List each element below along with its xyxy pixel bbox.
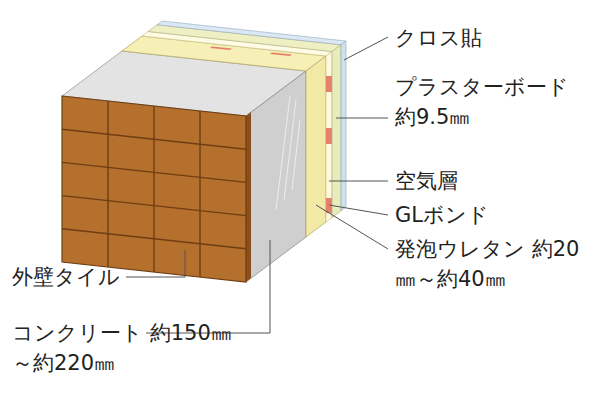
callout-label: GLボンド (395, 200, 595, 230)
air-layer-section (326, 52, 332, 223)
concrete-hatch (284, 100, 296, 200)
callout-label: コンクリート 約150㎜～約220㎜ (12, 318, 252, 379)
callout-label: 外壁タイル (12, 262, 212, 292)
leader-lines (126, 37, 388, 333)
exterior-tile (62, 96, 246, 282)
concrete-section (246, 71, 306, 282)
concrete-hatch (292, 120, 300, 190)
gl-bond-dab (270, 53, 292, 57)
tile-edge (246, 112, 251, 282)
cloth-section (341, 41, 346, 211)
callout-label: プラスターボード 約9.5㎜ (395, 72, 595, 133)
callout-label: 発泡ウレタン 約20㎜～約40㎜ (395, 234, 595, 295)
gl-bond-dab (326, 76, 332, 92)
gl-bond-dab (210, 47, 232, 51)
callout-label: 空気層 (395, 166, 595, 196)
gl-bond-dab (326, 128, 332, 144)
concrete-hatch (276, 96, 290, 210)
plasterboard-section (332, 45, 341, 218)
tile-joints (62, 101, 246, 277)
cloth-top (157, 21, 346, 45)
callout-label: クロス貼 (395, 23, 595, 53)
